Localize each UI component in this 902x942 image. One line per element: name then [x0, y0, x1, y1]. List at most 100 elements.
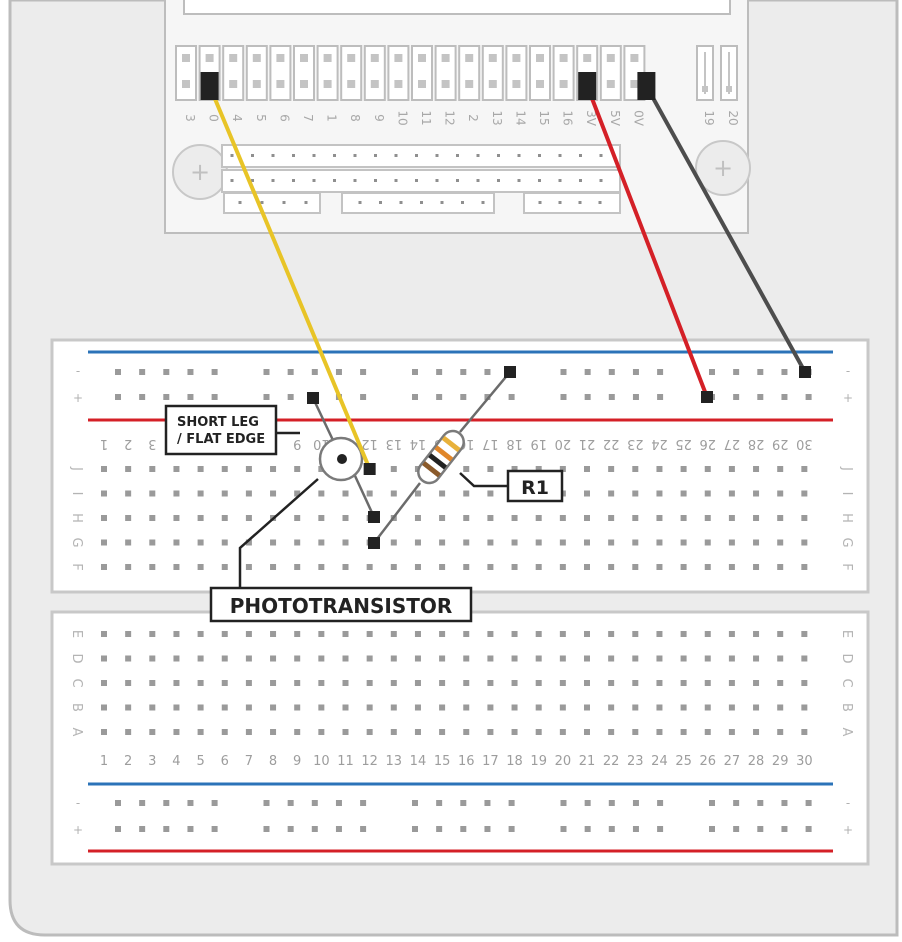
row-letter: F — [69, 563, 84, 570]
column-number: 28 — [748, 754, 765, 769]
header-pin-8 — [340, 45, 363, 101]
rail-plus-sign-bottom: + — [73, 823, 83, 837]
column-number: 2 — [124, 436, 132, 451]
column-number: 26 — [699, 754, 716, 769]
column-number: 21 — [579, 436, 596, 451]
phototransistor-label: PHOTOTRANSISTOR — [209, 586, 473, 623]
header-pin-label: 20 — [726, 110, 740, 125]
header-pin-label: 16 — [561, 110, 575, 125]
column-number: 30 — [796, 754, 813, 769]
phototransistor-callout-line — [238, 478, 319, 590]
resistor-leads — [368, 366, 516, 549]
rail-minus-sign-bottom: - — [76, 796, 80, 810]
rail-minus-sign-bottom-right: - — [846, 796, 850, 810]
header-pin-3 — [175, 45, 197, 101]
header-pin-label: 5 — [254, 114, 268, 122]
column-number: 22 — [603, 754, 620, 769]
column-number: 18 — [506, 754, 523, 769]
column-number: 10 — [313, 754, 330, 769]
short-leg-label: SHORT LEG / FLAT EDGE — [164, 404, 278, 456]
header-pin-5 — [245, 45, 268, 101]
column-number: 14 — [410, 754, 427, 769]
short-leg-label-line2: / FLAT EDGE — [177, 432, 265, 447]
column-number: 5 — [196, 754, 204, 769]
header-pin-5V — [599, 45, 622, 101]
rail-minus-sign: - — [76, 364, 80, 378]
column-number: 27 — [724, 754, 741, 769]
row-letter: G — [69, 537, 84, 547]
column-number: 1 — [100, 754, 108, 769]
black-wire — [637, 72, 811, 378]
column-number: 20 — [555, 754, 572, 769]
header-pin-label: 1 — [325, 114, 339, 122]
svg-text:+: + — [190, 158, 210, 186]
row-letter: C — [69, 678, 84, 687]
row-letter: E — [839, 630, 854, 638]
header-pin-11 — [411, 45, 433, 101]
row-letter: B — [69, 703, 84, 712]
column-number: 23 — [627, 754, 644, 769]
column-number: 15 — [434, 754, 451, 769]
header-pin-label: 3 — [183, 114, 197, 122]
lower-grid-holes — [101, 631, 808, 735]
column-number: 16 — [458, 754, 475, 769]
header-pin-label: 19 — [702, 110, 716, 125]
column-number: 19 — [530, 436, 547, 451]
r1-label: R1 — [506, 469, 564, 503]
column-number: 13 — [386, 436, 403, 451]
resistor-r1 — [417, 429, 465, 485]
row-letter: A — [69, 728, 84, 737]
rail-minus-sign-right: - — [846, 364, 850, 378]
column-number: 20 — [555, 436, 572, 451]
column-number: 3 — [148, 436, 156, 451]
row-letter: H — [839, 513, 854, 523]
column-number: 11 — [337, 754, 354, 769]
row-letter: H — [69, 513, 84, 523]
header-pin-16 — [552, 45, 575, 101]
header-pin-label: 9 — [372, 114, 386, 122]
rail-plus-sign-right: + — [843, 391, 853, 405]
phototransistor-label-text: PHOTOTRANSISTOR — [230, 594, 453, 618]
column-number: 1 — [100, 436, 108, 451]
column-number: 17 — [482, 436, 499, 451]
header-pin-label: 8 — [348, 114, 362, 122]
header-pin-label: 13 — [490, 110, 504, 125]
column-number: 14 — [410, 436, 427, 451]
header-pin-9 — [363, 45, 386, 101]
header-pin-4 — [222, 45, 245, 101]
column-number: 12 — [361, 436, 378, 451]
column-number: 8 — [269, 754, 277, 769]
header-pin-7 — [293, 45, 315, 101]
header-pin-14 — [505, 45, 528, 101]
header-pin-label: 2 — [466, 114, 480, 122]
column-number: 12 — [361, 754, 378, 769]
header-pin-6 — [269, 45, 292, 101]
header-pin-label: 3V — [584, 110, 598, 127]
callout-lines — [238, 431, 508, 590]
column-number: 19 — [530, 754, 547, 769]
breadboard-upper: 1234567891011121314151617181920212223242… — [50, 338, 870, 594]
rail-signs-bottom: - + - + — [73, 796, 853, 837]
column-number: 17 — [482, 754, 499, 769]
mounting-hole-left: + — [172, 144, 228, 200]
header-pin-label: 0V — [631, 110, 645, 127]
row-letter: A — [839, 728, 854, 737]
header-pin-19 — [696, 45, 714, 101]
column-number: 21 — [579, 754, 596, 769]
connector-strips — [221, 144, 621, 214]
header-pin-15 — [529, 45, 551, 101]
column-number: 28 — [748, 436, 765, 451]
column-number: 26 — [699, 436, 716, 451]
short-leg-label-line1: SHORT LEG — [177, 415, 259, 430]
column-number: 25 — [675, 754, 692, 769]
rail-plus-sign: + — [73, 391, 83, 405]
r1-callout-line — [459, 472, 508, 488]
row-letter: I — [839, 492, 854, 496]
header-pin-2 — [458, 45, 481, 101]
column-number: 9 — [293, 436, 301, 451]
